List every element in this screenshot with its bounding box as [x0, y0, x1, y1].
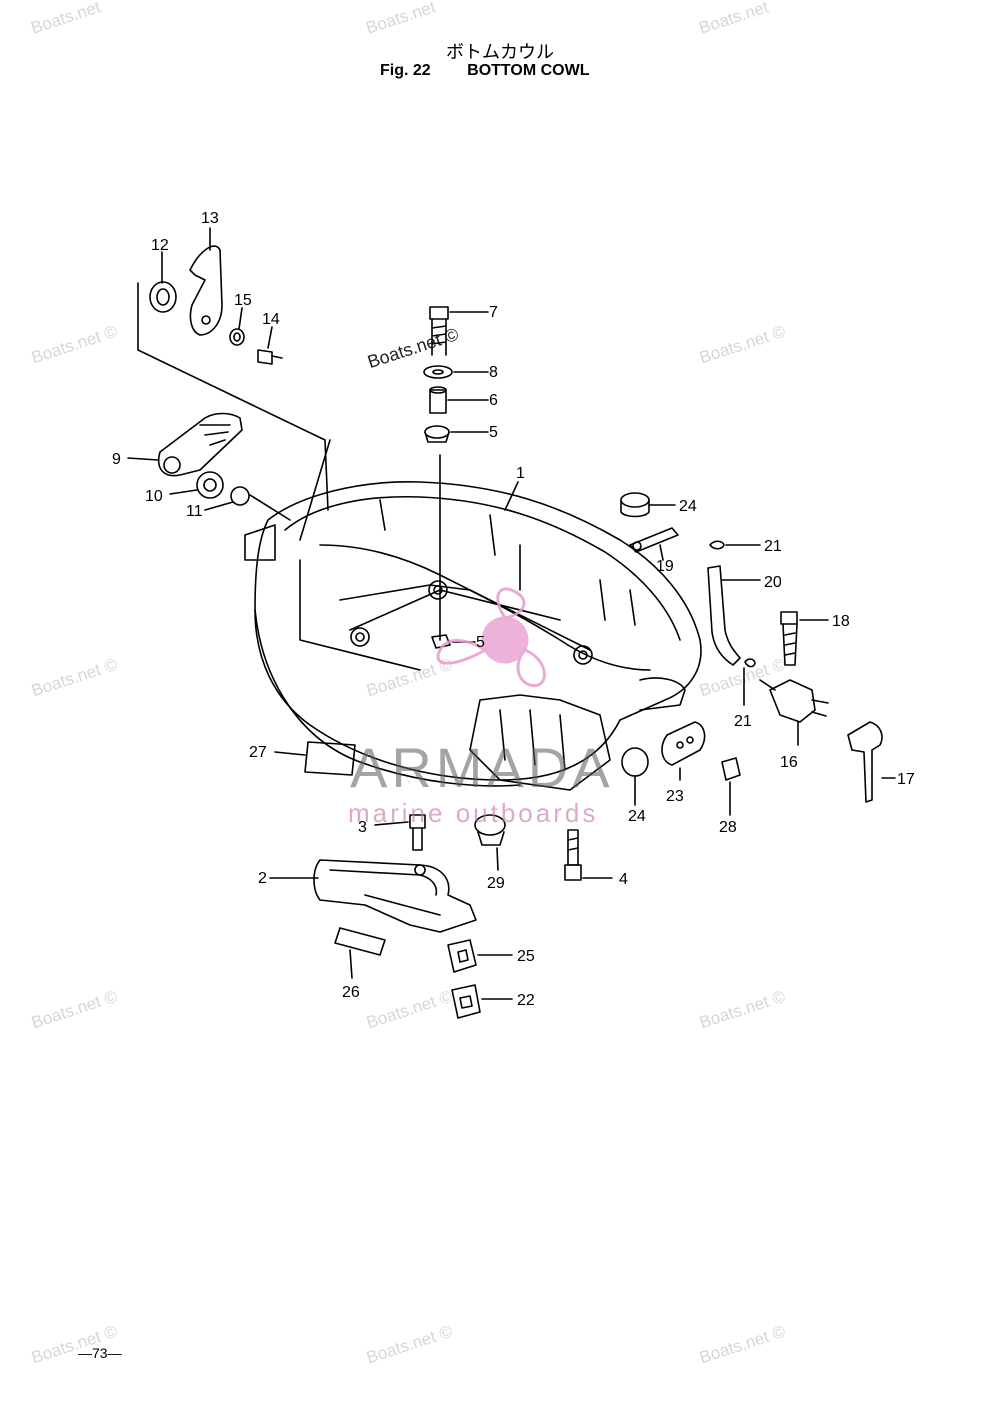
figure-number: Fig. 22 — [380, 62, 431, 79]
callout-2: 2 — [258, 870, 267, 887]
callout-21: 21 — [764, 538, 782, 555]
callout-7: 7 — [489, 304, 498, 321]
callout-11: 11 — [186, 503, 203, 520]
callout-16: 16 — [780, 754, 798, 771]
callout-29: 29 — [487, 875, 505, 892]
callout-20: 20 — [764, 574, 782, 591]
callout-12: 12 — [151, 237, 169, 254]
brand-watermark-tagline: marine outboards — [348, 798, 599, 828]
callout-25: 25 — [517, 948, 535, 965]
callout-28: 28 — [719, 819, 737, 836]
callout-21: 21 — [734, 713, 752, 730]
callout-5: 5 — [476, 634, 485, 651]
callout-15: 15 — [234, 292, 252, 309]
title-japanese: ボトムカウル — [446, 42, 554, 63]
callout-1: 1 — [516, 465, 525, 482]
brand-watermark-title: ARMADA — [350, 736, 614, 799]
callout-14: 14 — [262, 311, 280, 328]
brand-propeller-logo — [436, 587, 546, 687]
page-number: —73— — [78, 1345, 122, 1361]
callout-24: 24 — [628, 808, 646, 825]
callout-22: 22 — [517, 992, 535, 1009]
callout-5: 5 — [489, 424, 498, 441]
callout-23: 23 — [666, 788, 684, 805]
callout-17: 17 — [897, 771, 915, 788]
callout-6: 6 — [489, 392, 498, 409]
figure-title: BOTTOM COWL — [467, 62, 590, 79]
callout-3: 3 — [358, 819, 367, 836]
callout-24: 24 — [679, 498, 697, 515]
callout-8: 8 — [489, 364, 498, 381]
bottom-cowl-part — [244, 454, 702, 791]
callout-10: 10 — [145, 488, 163, 505]
figure-heading: Fig. 22 BOTTOM COWL — [380, 62, 590, 80]
callout-26: 26 — [342, 984, 360, 1001]
callout-4: 4 — [619, 871, 628, 888]
callout-13: 13 — [201, 210, 219, 227]
callout-9: 9 — [112, 451, 121, 468]
callout-19: 19 — [656, 558, 674, 575]
callout-27: 27 — [249, 744, 267, 761]
callout-18: 18 — [832, 613, 850, 630]
